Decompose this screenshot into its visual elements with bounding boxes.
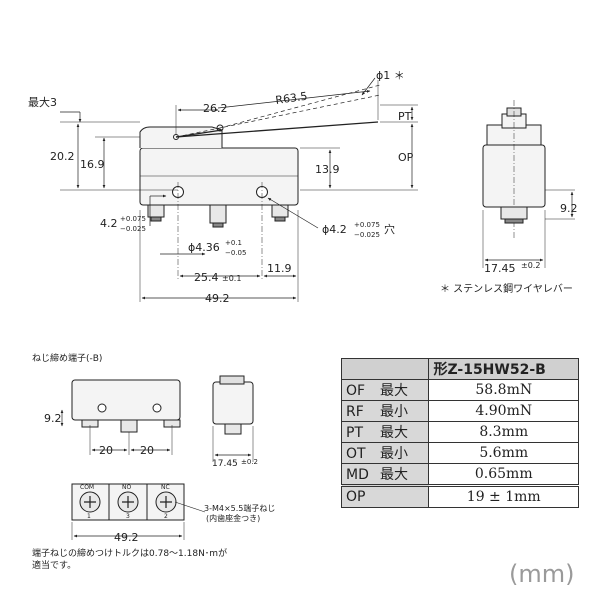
- screw-note-1: 3-M4×5.5端子ねじ: [204, 503, 275, 513]
- terminal-number-3: 3: [126, 513, 130, 520]
- spec-value: 0.65mm: [428, 463, 579, 486]
- side-view: [482, 100, 575, 268]
- screw-dim-9-2: 9.2: [44, 412, 62, 425]
- torque-note-2: 適当です。: [32, 559, 76, 571]
- spec-qualifier: 最大: [380, 425, 408, 441]
- dim-11-9: 11.9: [267, 262, 292, 275]
- spec-value: 19 ± 1mm: [428, 484, 579, 508]
- spec-code: OP: [346, 489, 366, 505]
- switch-body: [139, 147, 299, 206]
- spec-table: 形Z-15HW52-B OF 最大 58.8mN RF 最小 4.90mN PT 最大…: [340, 358, 579, 508]
- dim-r63-5: R63.5: [275, 90, 309, 107]
- side-dim-17-45-tol: ±0.2: [521, 261, 540, 270]
- spec-row: PT 最大 8.3mm: [340, 421, 579, 443]
- dim-13-9: 13.9: [315, 163, 340, 176]
- screw-dim-20-a: 20: [99, 444, 113, 457]
- dim-25-4: 25.4: [194, 271, 219, 284]
- spec-qualifier: 最小: [380, 446, 408, 462]
- terminal-label-nc: NC: [161, 484, 170, 491]
- spec-code: OT: [346, 446, 366, 462]
- spec-row: RF 最小 4.90mN: [340, 400, 579, 422]
- spec-row: MD 最大 0.65mm: [340, 463, 579, 486]
- spec-value: 5.6mm: [428, 442, 579, 464]
- dim-phi4-2-hole-tol-lower: −0.025: [354, 231, 380, 239]
- spec-row: OF 最大 58.8mN: [340, 379, 579, 401]
- lever-material-note: ＊ ステンレス鋼ワイヤレバー: [440, 282, 573, 295]
- spec-value: 8.3mm: [428, 421, 579, 443]
- dim-max3: 最大3: [28, 95, 57, 109]
- terminal-label-com: COM: [80, 484, 94, 491]
- spec-table-header: 形Z-15HW52-B: [340, 358, 579, 380]
- spec-row-op: OP 19 ± 1mm: [340, 484, 579, 508]
- dim-phi4-36-tol-upper: +0.1: [225, 239, 242, 247]
- terminal-label-no: NO: [122, 484, 131, 491]
- terminal-dim-49-2: 49.2: [114, 531, 139, 544]
- screw-dim-20-b: 20: [140, 444, 154, 457]
- terminal-number-1: 1: [87, 513, 91, 520]
- screw-terminal-front-view: [71, 379, 181, 455]
- model-name: 形Z-15HW52-B: [428, 358, 579, 380]
- dim-49-2: 49.2: [205, 292, 230, 305]
- terminal-block-top-view: [71, 483, 206, 540]
- side-dim-9-2: 9.2: [560, 202, 578, 215]
- spec-qualifier: 最大: [380, 467, 408, 483]
- dim-20-2: 20.2: [50, 150, 75, 163]
- dim-4-2-tol-upper: +0.075: [120, 215, 146, 223]
- dim-26-2: 26.2: [203, 102, 228, 115]
- spec-code: RF: [346, 404, 364, 420]
- wire-lever: [175, 121, 379, 138]
- main-front-view: [60, 80, 418, 302]
- screw-side-dim-17-45: 17.45: [212, 459, 238, 469]
- torque-note-1: 端子ねじの締めつけトルクは0.78～1.18N･mが: [32, 547, 227, 559]
- screw-note-2: (内歯座金つき): [206, 513, 260, 523]
- screw-side-dim-17-45-tol: ±0.2: [241, 458, 258, 466]
- unit-label: (mm): [509, 560, 575, 588]
- dim-op: OP: [398, 151, 414, 164]
- terminal-number-2: 2: [164, 513, 168, 520]
- dim-25-4-tol: ±0.1: [222, 274, 241, 283]
- dim-16-9: 16.9: [80, 158, 105, 171]
- spec-code: PT: [346, 425, 363, 441]
- dim-phi4-36-tol-lower: −0.05: [225, 249, 246, 257]
- screw-terminal-title: ねじ締め端子(-B): [32, 352, 102, 364]
- spec-value: 4.90mN: [428, 400, 579, 422]
- dim-phi4-2-hole-suffix: 穴: [384, 222, 395, 236]
- dim-pt: PT: [398, 110, 412, 123]
- dim-phi4-2-hole: ϕ4.2: [322, 223, 347, 236]
- dim-4-2-tol-lower: −0.025: [120, 225, 146, 233]
- side-dim-17-45: 17.45: [484, 262, 516, 275]
- dim-4-2: 4.2: [100, 217, 118, 230]
- spec-value: 58.8mN: [428, 379, 579, 401]
- dim-phi1: ϕ1 ＊: [376, 69, 405, 82]
- spec-qualifier: 最大: [380, 383, 408, 399]
- spec-code: MD: [346, 467, 369, 483]
- dim-phi4-2-hole-tol-upper: +0.075: [354, 221, 380, 229]
- spec-code: OF: [346, 383, 366, 399]
- screw-terminal-side-view: [212, 375, 254, 462]
- spec-qualifier: 最小: [380, 404, 408, 420]
- spec-row: OT 最小 5.6mm: [340, 442, 579, 464]
- dim-phi4-36: ϕ4.36: [188, 241, 220, 254]
